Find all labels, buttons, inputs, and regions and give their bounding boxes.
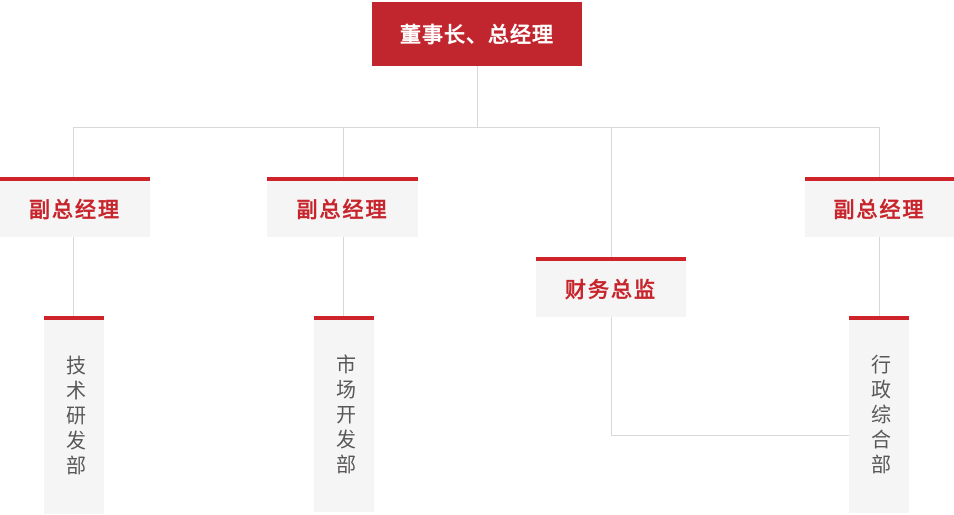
connector-trunk	[73, 127, 880, 128]
org-node-chairman-gm: 董事长、总经理	[372, 2, 582, 66]
connector-vp-left-dept	[73, 236, 74, 316]
connector-cfo-down	[611, 316, 612, 435]
connector-vp-mid-dept	[343, 236, 344, 316]
org-node-dept-market-dev: 市场开发部	[314, 316, 374, 512]
org-node-vp-mid: 副总经理	[267, 177, 418, 237]
connector-cfo-across	[611, 435, 849, 436]
org-node-dept-admin: 行政综合部	[849, 316, 909, 513]
org-node-vp-left: 副总经理	[0, 177, 150, 237]
connector-drop-vp-mid	[343, 127, 344, 177]
org-node-dept-tech-rd: 技术研发部	[44, 316, 104, 514]
connector-drop-vp-left	[73, 127, 74, 177]
connector-drop-cfo	[611, 127, 612, 257]
connector-vp-right-dept	[879, 236, 880, 316]
org-node-vp-right: 副总经理	[805, 177, 954, 237]
connector-root-drop	[477, 66, 478, 127]
org-node-cfo: 财务总监	[536, 257, 686, 317]
connector-drop-vp-right	[879, 127, 880, 177]
